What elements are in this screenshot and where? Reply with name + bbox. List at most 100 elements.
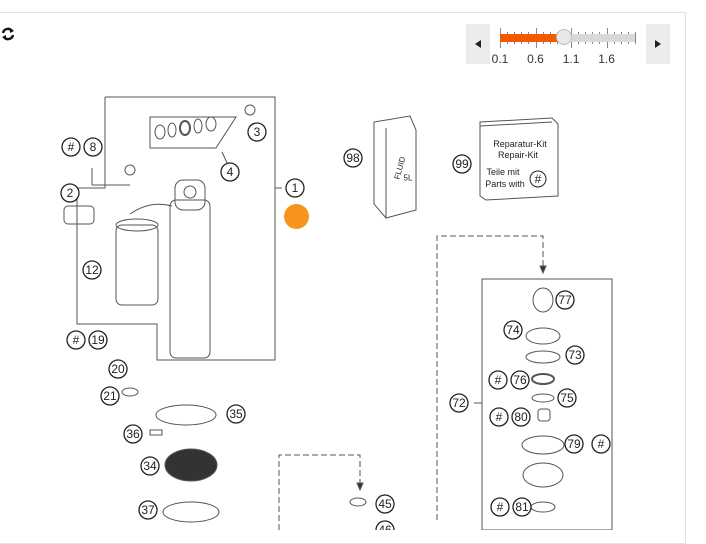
- callout-72[interactable]: 72: [449, 393, 469, 413]
- callout-75[interactable]: 75: [557, 388, 577, 408]
- callout-number: 1: [292, 181, 299, 195]
- callout-number: 72: [452, 396, 466, 410]
- callout-number: 80: [514, 410, 528, 424]
- marker-circle: [490, 497, 510, 517]
- callout-number: 2: [67, 186, 74, 200]
- zoom-in-button[interactable]: [646, 24, 670, 64]
- callout-circle: [512, 497, 532, 517]
- callout-36[interactable]: 36: [123, 424, 143, 444]
- callout-number: 8: [90, 140, 97, 154]
- refresh-icon[interactable]: [0, 26, 16, 42]
- callout-number: 21: [103, 389, 117, 403]
- marker-symbol: #: [495, 373, 502, 387]
- callout-45[interactable]: 45: [375, 494, 395, 514]
- callout-circle: [452, 154, 472, 174]
- callout-81[interactable]: 81 #: [490, 497, 532, 517]
- zoom-tick-label: 0.1: [491, 52, 509, 66]
- callout-number: 81: [515, 500, 529, 514]
- callout-20[interactable]: 20: [108, 359, 128, 379]
- callout-number: 4: [227, 165, 234, 179]
- callout-circle: [88, 330, 108, 350]
- callout-circle: [138, 500, 158, 520]
- callout-99[interactable]: 99: [452, 154, 472, 174]
- zoom-slider-handle[interactable]: [555, 29, 572, 45]
- callout-80[interactable]: 80#: [489, 407, 531, 427]
- callout-19[interactable]: 19#: [66, 330, 108, 350]
- callout-circle: [247, 122, 267, 142]
- callout-number: 46: [378, 523, 392, 530]
- callout-circle: [449, 393, 469, 413]
- callout-circle: [565, 345, 585, 365]
- repair-kit-line3: Teile mit: [486, 167, 520, 177]
- marker-circle: [488, 370, 508, 390]
- callout-circle: [375, 494, 395, 514]
- callout-1[interactable]: 1: [285, 178, 305, 198]
- callout-46[interactable]: 46: [375, 520, 395, 530]
- marker-circle: [489, 407, 509, 427]
- callout-circle: [511, 407, 531, 427]
- callout-3[interactable]: 3: [247, 122, 267, 142]
- callout-circle: [564, 434, 584, 454]
- callout-98[interactable]: 98: [343, 148, 363, 168]
- callout-number: 36: [126, 427, 140, 441]
- callout-37[interactable]: 37: [138, 500, 158, 520]
- marker-circle: [66, 330, 86, 350]
- zoom-slider-track[interactable]: [500, 29, 635, 45]
- triangle-right-icon: [655, 40, 661, 48]
- callout-21[interactable]: 21: [100, 386, 120, 406]
- zoom-slider-fill: [500, 34, 564, 42]
- callout-number: 77: [558, 293, 572, 307]
- zoom-tick: [635, 32, 636, 44]
- repair-kit-line2: Repair-Kit: [498, 150, 539, 160]
- callout-4[interactable]: 4: [220, 162, 240, 182]
- fluid-can: [373, 115, 417, 219]
- marker-circle: [61, 137, 81, 157]
- repair-kit-line4: Parts with: [485, 179, 525, 189]
- callout-circle: [108, 359, 128, 379]
- callout-number: 99: [455, 157, 469, 171]
- callout-73[interactable]: 73: [565, 345, 585, 365]
- zoom-out-button[interactable]: [466, 24, 490, 64]
- callout-number: 12: [85, 263, 99, 277]
- seal-kit-outline-4: [149, 116, 237, 149]
- callout-circle: [510, 370, 530, 390]
- callout-number: 20: [111, 362, 125, 376]
- callout-number: 98: [346, 151, 360, 165]
- triangle-left-icon: [475, 40, 481, 48]
- marker-symbol: #: [68, 140, 75, 154]
- fluid-can-volume: 5L: [404, 174, 413, 183]
- zoom-tick-label: 0.6: [527, 52, 544, 66]
- marker-symbol: #: [497, 500, 504, 514]
- reservoir: [115, 224, 159, 306]
- callout-circle: [123, 424, 143, 444]
- callout-number: 79: [567, 437, 581, 451]
- callout-number: 75: [560, 391, 574, 405]
- callout-number: 74: [506, 323, 520, 337]
- callout-2[interactable]: 2: [60, 183, 80, 203]
- callout-circle: [555, 290, 575, 310]
- callout-76[interactable]: 76#: [488, 370, 530, 390]
- callout-circle: [226, 404, 246, 424]
- zoom-tick-label: 1.6: [598, 52, 615, 66]
- marker-symbol: #: [73, 333, 80, 347]
- callout-35[interactable]: 35: [226, 404, 246, 424]
- callout-circle: [375, 520, 395, 530]
- part-hotspot[interactable]: [284, 204, 309, 229]
- assembly-outline-1: [76, 96, 276, 361]
- callout-circle: [83, 137, 103, 157]
- callout-number: 73: [568, 348, 582, 362]
- callout-74[interactable]: 74: [503, 320, 523, 340]
- repair-kit-line1: Reparatur-Kit: [493, 139, 547, 149]
- callout-77[interactable]: 77: [555, 290, 575, 310]
- callout-79[interactable]: 79#: [564, 434, 611, 454]
- callout-circle: [557, 388, 577, 408]
- callout-12[interactable]: 12: [82, 260, 102, 280]
- callout-number: 37: [141, 503, 155, 517]
- assembly-outline-72: [481, 278, 613, 530]
- callout-8[interactable]: 8#: [61, 137, 103, 157]
- repair-kit-marker: [529, 170, 547, 188]
- callout-34[interactable]: 34: [140, 456, 160, 476]
- repair-kit-marker-symbol: #: [535, 172, 542, 186]
